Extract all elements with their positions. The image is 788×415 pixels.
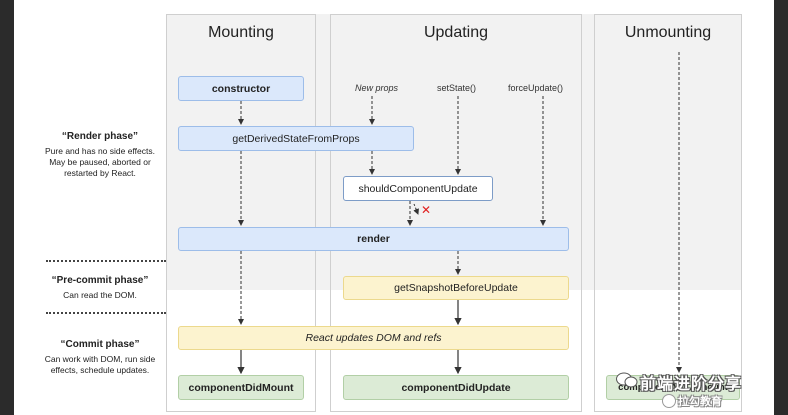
react-updates-box: React updates DOM and refs — [178, 326, 569, 350]
updating-column — [330, 14, 582, 412]
arrow-should-update-cancel — [413, 203, 419, 215]
phase-divider-2 — [46, 312, 166, 314]
trigger-force-update: forceUpdate() — [508, 83, 564, 93]
cancel-mark: ✕ — [421, 203, 432, 217]
snapshot-box: getSnapshotBeforeUpdate — [343, 276, 569, 300]
unmounting-column — [594, 14, 742, 412]
lagou-logo-icon — [662, 394, 676, 408]
watermark-title: 前端进阶分享 — [640, 376, 743, 393]
render-box: render — [178, 227, 569, 251]
trigger-set-state: setState() — [437, 83, 477, 93]
should-component-update-box: shouldComponentUpdate — [343, 176, 493, 201]
constructor-box: constructor — [178, 76, 304, 101]
precommit-phase-desc: Can read the DOM. — [63, 290, 137, 300]
get-derived-state-box: getDerivedStateFromProps — [178, 126, 414, 151]
commit-phase-title: “Commit phase” — [60, 339, 140, 350]
window-frame-right — [774, 0, 788, 415]
window-frame-left — [0, 0, 14, 415]
render-phase-title: “Render phase” — [61, 131, 139, 142]
mounting-column — [166, 14, 316, 412]
trigger-new-props: New props — [355, 83, 399, 93]
mounting-title: Mounting — [208, 24, 274, 41]
commit-phase-desc: Can work with DOM, run side effects, sch… — [44, 354, 156, 375]
render-phase-desc: Pure and has no side effects. May be pau… — [45, 146, 155, 178]
precommit-phase-title: “Pre-commit phase” — [51, 275, 149, 286]
phase-divider-1 — [46, 260, 166, 262]
watermark-subtitle: 拉勾教育 — [678, 396, 722, 408]
updating-title: Updating — [423, 24, 489, 41]
did-mount-box: componentDidMount — [178, 375, 304, 400]
did-update-box: componentDidUpdate — [343, 375, 569, 400]
wechat-logo-icon — [616, 372, 638, 388]
unmounting-title: Unmounting — [624, 24, 712, 41]
